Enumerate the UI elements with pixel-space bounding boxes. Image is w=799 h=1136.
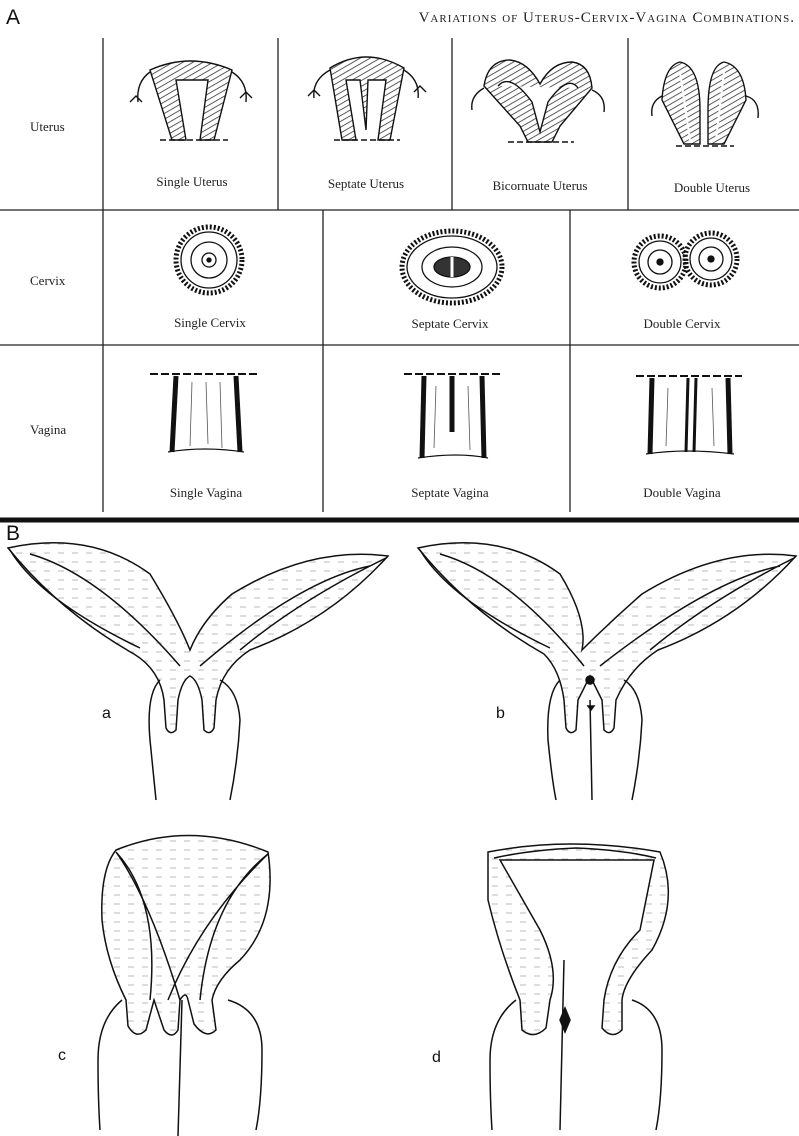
caption-septate-uterus: Septate Uterus [328, 176, 404, 191]
diagram-c [98, 835, 270, 1136]
septate-vagina-drawing [404, 374, 502, 458]
diagram-d [488, 844, 668, 1130]
septate-uterus-drawing [308, 57, 426, 140]
caption-septate-cervix: Septate Cervix [412, 316, 489, 331]
single-cervix-drawing [176, 227, 242, 293]
caption-double-uterus: Double Uterus [674, 180, 750, 195]
septate-cervix-drawing [402, 231, 502, 303]
diagram-label-d: d [432, 1049, 441, 1066]
single-vagina-drawing [150, 374, 258, 452]
diagram-label-c: c [58, 1047, 66, 1064]
diagram-a [8, 543, 388, 800]
caption-double-cervix: Double Cervix [644, 316, 721, 331]
bicornuate-uterus-drawing [472, 60, 605, 142]
caption-single-uterus: Single Uterus [156, 174, 227, 189]
double-vagina-drawing [636, 376, 742, 454]
row-label-cervix: Cervix [30, 273, 66, 288]
caption-bicornuate-uterus: Bicornuate Uterus [493, 178, 588, 193]
double-uterus-drawing [652, 62, 759, 146]
caption-single-cervix: Single Cervix [174, 315, 246, 330]
caption-single-vagina: Single Vagina [170, 485, 243, 500]
double-cervix-drawing [634, 233, 737, 288]
single-uterus-drawing [130, 61, 252, 140]
diagram-label-b: b [496, 705, 505, 722]
caption-double-vagina: Double Vagina [643, 485, 721, 500]
diagram-b [418, 543, 796, 800]
row-label-vagina: Vagina [30, 422, 66, 437]
diagram-label-a: a [102, 705, 111, 722]
row-label-uterus: Uterus [30, 119, 65, 134]
caption-septate-vagina: Septate Vagina [411, 485, 489, 500]
